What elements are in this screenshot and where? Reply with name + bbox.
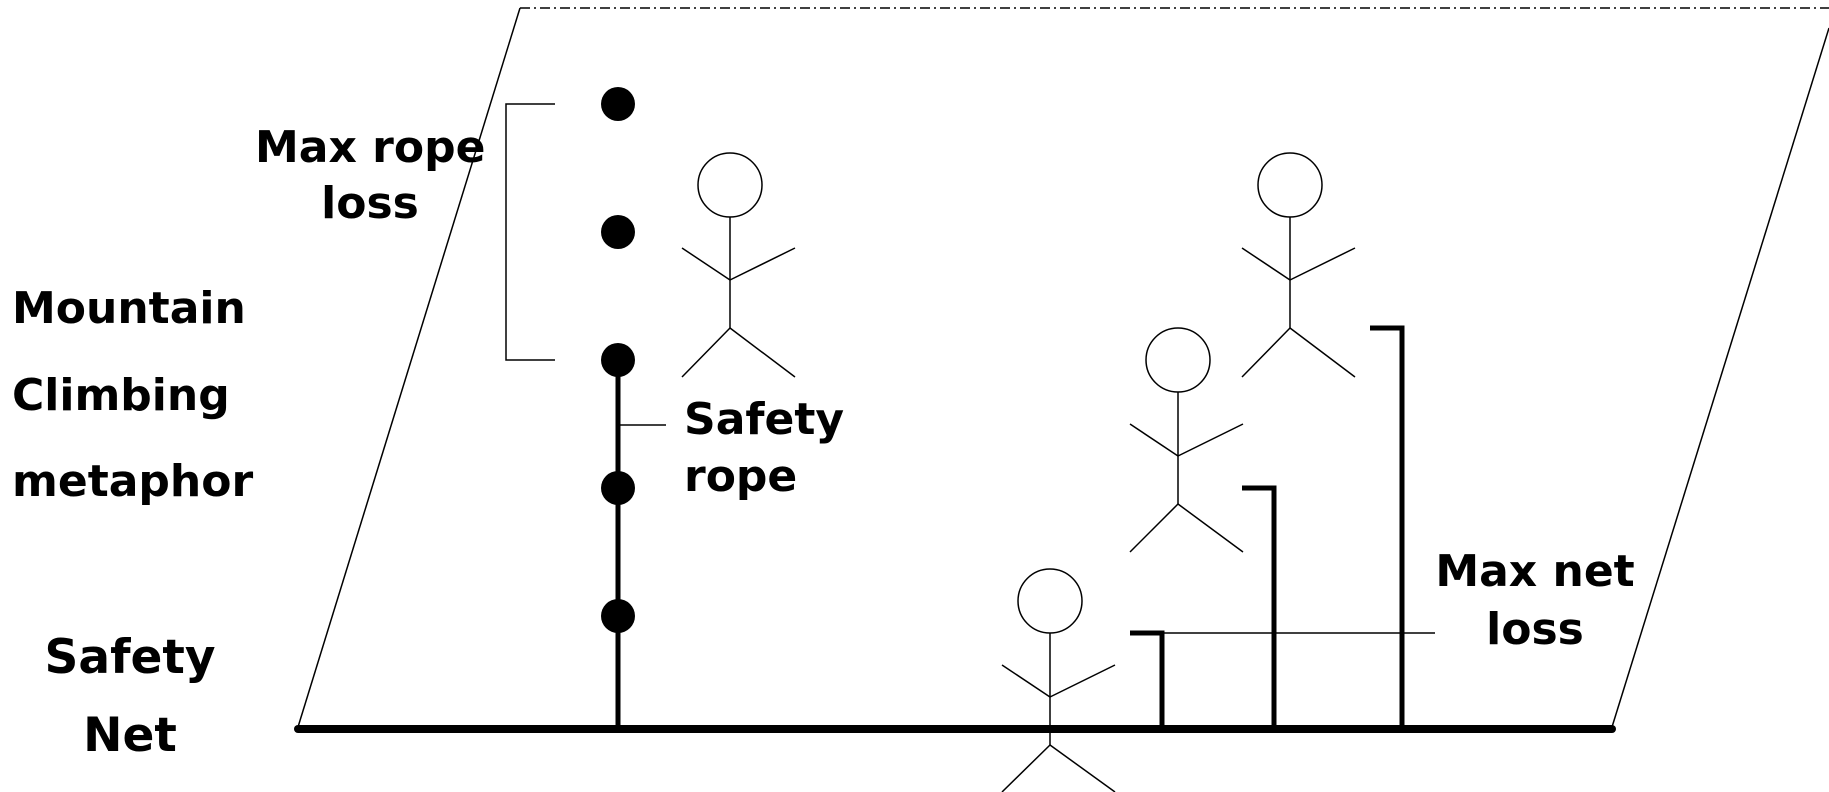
climber-figure bbox=[1130, 328, 1243, 552]
net-support-post bbox=[1370, 328, 1402, 727]
safety-net-label-line2: Net bbox=[83, 708, 177, 763]
mountain-left-edge bbox=[298, 8, 520, 727]
max-net-loss-label-line1: Max net bbox=[1435, 546, 1635, 597]
rope-anchor-point bbox=[601, 215, 635, 249]
net-support-post bbox=[1242, 488, 1274, 727]
max-rope-loss-bracket bbox=[506, 104, 555, 360]
climber-figure bbox=[1002, 569, 1115, 792]
safety-rope-label-line2: rope bbox=[684, 451, 798, 502]
max-rope-loss-label-line2: loss bbox=[321, 178, 419, 229]
net-support-post bbox=[1130, 633, 1162, 727]
max-net-loss-label-line2: loss bbox=[1486, 604, 1584, 655]
metaphor-label-line2: Climbing bbox=[12, 370, 230, 421]
climber-figure bbox=[682, 153, 795, 377]
rope-anchor-point bbox=[601, 599, 635, 633]
rope-anchor-point bbox=[601, 87, 635, 121]
metaphor-label-line1: Mountain bbox=[12, 283, 246, 334]
safety-rope-label-line1: Safety bbox=[684, 394, 845, 445]
climber-figure bbox=[1242, 153, 1355, 377]
safety-net-label-line1: Safety bbox=[44, 630, 216, 685]
rope-anchor-point bbox=[601, 343, 635, 377]
max-rope-loss-label-line1: Max rope bbox=[255, 122, 486, 173]
rope-anchor-point bbox=[601, 471, 635, 505]
metaphor-label-line3: metaphor bbox=[12, 456, 254, 507]
mountain-right-edge bbox=[1612, 28, 1829, 727]
